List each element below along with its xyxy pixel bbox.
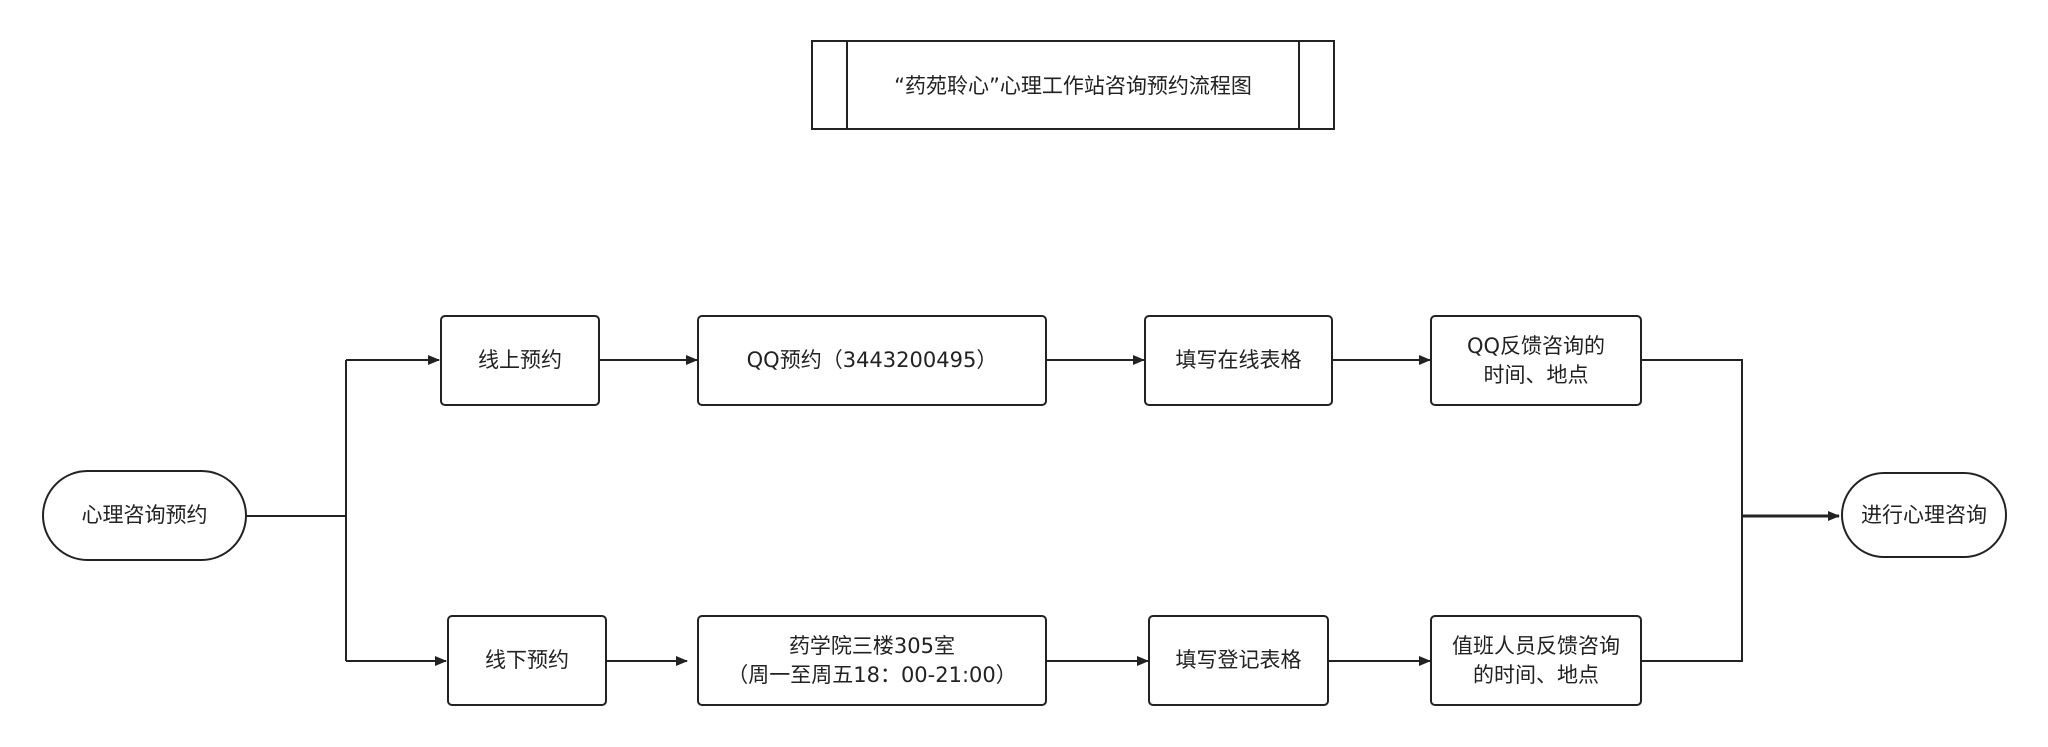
register-form-node: 填写登记表格 [1148,615,1329,706]
staff-feedback-node: 值班人员反馈咨询 的时间、地点 [1430,615,1642,706]
qq-feedback-node: QQ反馈咨询的 时间、地点 [1430,315,1642,406]
diagram-title: “药苑聆心”心理工作站咨询预约流程图 [894,74,1252,98]
end-node: 进行心理咨询 [1841,472,2007,558]
connector-offline-merge [1642,516,1743,662]
offline-booking-node: 线下预约 [447,615,607,706]
diagram-title-box: “药苑聆心”心理工作站咨询预约流程图 [811,40,1335,130]
online-booking-node: 线上预约 [440,315,600,406]
title-right-bar [1298,42,1300,128]
online-form-node: 填写在线表格 [1144,315,1333,406]
connector-online-merge [1642,359,1743,516]
qq-booking-node: QQ预约（3443200495） [697,315,1047,406]
room-booking-node: 药学院三楼305室 （周一至周五18：00-21:00） [697,615,1047,706]
start-node: 心理咨询预约 [42,470,247,561]
title-left-bar [846,42,848,128]
